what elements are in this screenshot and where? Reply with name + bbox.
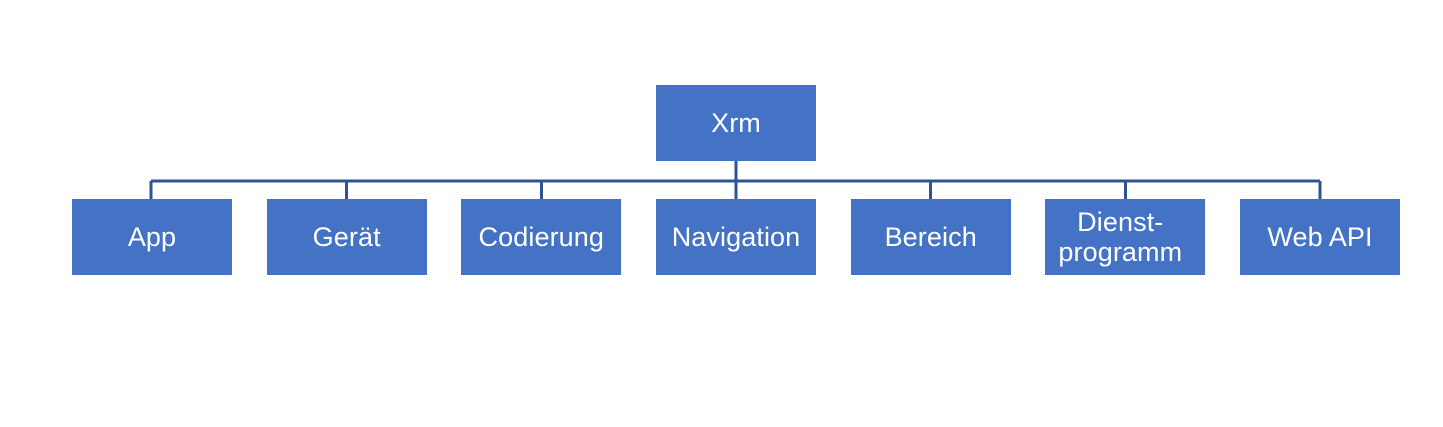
node-codierung[interactable]: Codierung [461, 199, 622, 275]
node-xrm[interactable]: Xrm [656, 85, 816, 161]
node-web-api[interactable]: Web API [1240, 199, 1400, 275]
node-label-navigation: Navigation [671, 221, 801, 252]
node-label-dienstprogramm: Dienst-programm [1058, 206, 1183, 267]
node-geraet[interactable]: Gerät [266, 199, 427, 275]
node-label-codierung: Codierung [478, 221, 605, 252]
node-label-xrm: Xrm [711, 107, 761, 138]
node-label-bereich: Bereich [884, 221, 977, 252]
node-label-web-api: Web API [1267, 221, 1373, 252]
node-navigation[interactable]: Navigation [656, 199, 816, 275]
node-dienstprogramm[interactable]: Dienst-programm [1045, 199, 1206, 275]
node-bereich[interactable]: Bereich [850, 199, 1011, 275]
node-label-app: App [127, 221, 177, 252]
node-app[interactable]: App [72, 199, 232, 275]
node-label-geraet: Gerät [312, 221, 381, 252]
